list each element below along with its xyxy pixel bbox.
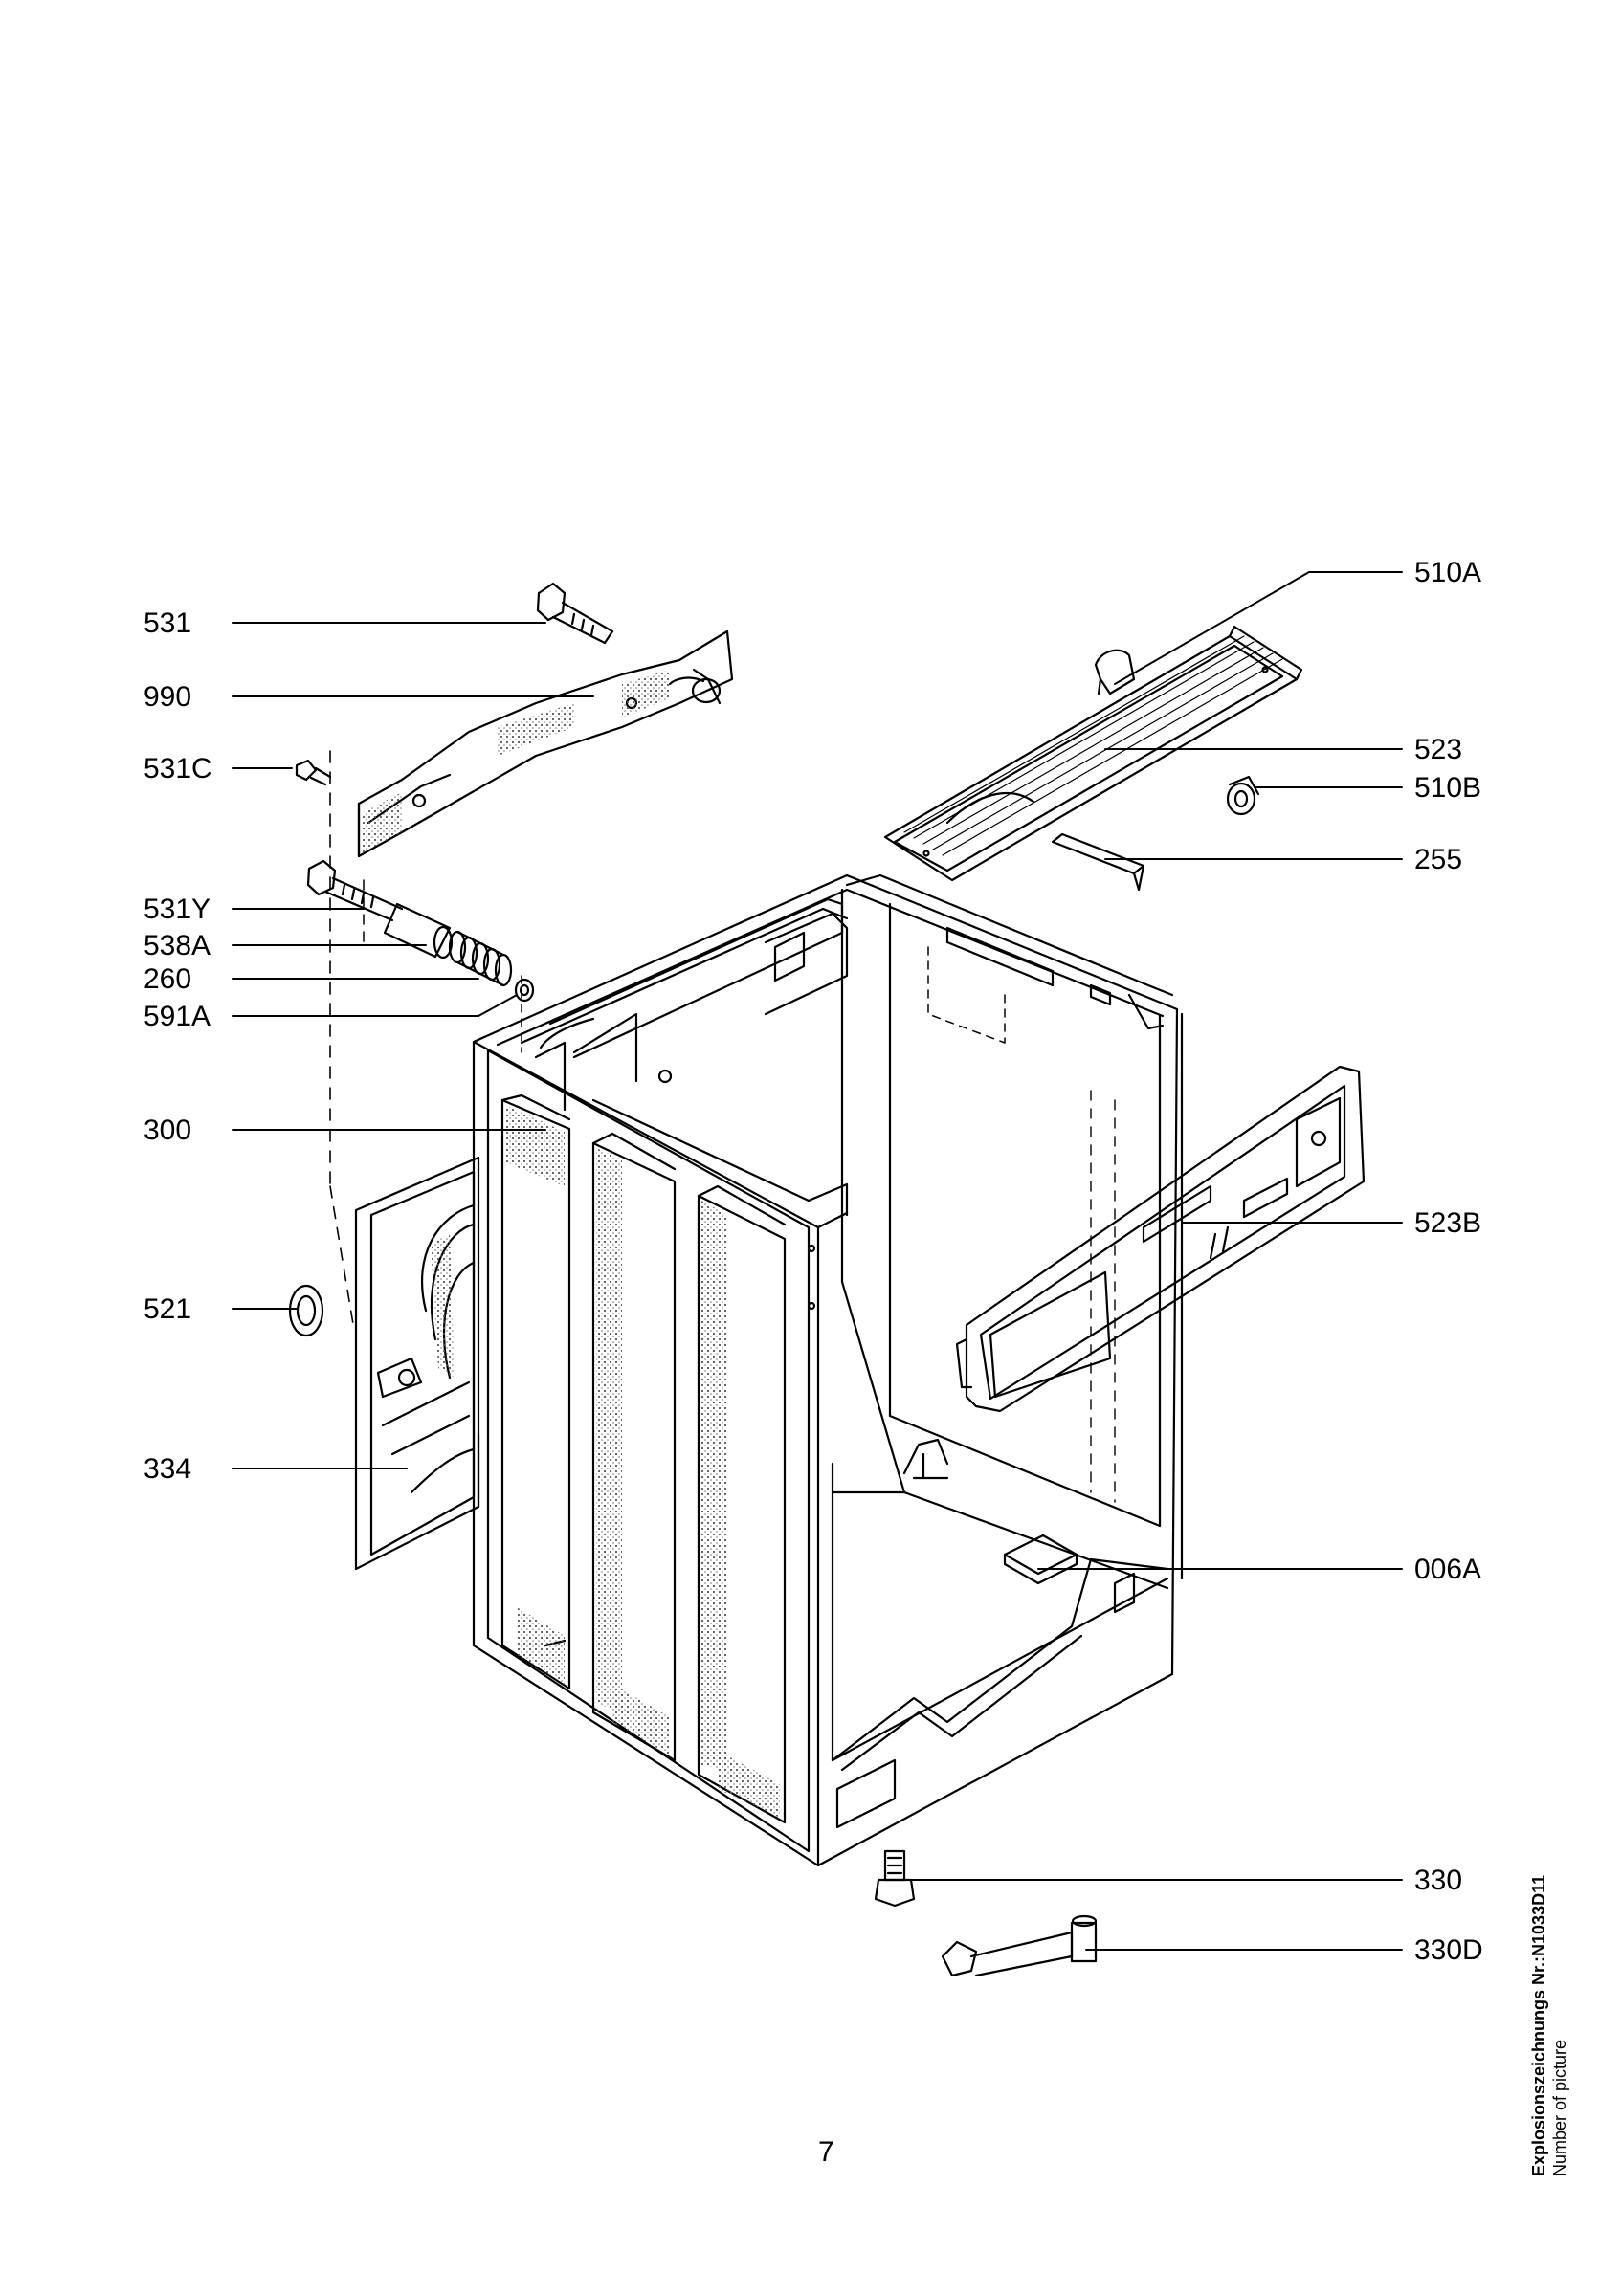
leveling-foot-330 xyxy=(874,1849,916,1908)
label-531Y: 531Y xyxy=(144,894,211,925)
bracket-510B xyxy=(1226,775,1260,816)
label-006A: 006A xyxy=(1414,1554,1482,1585)
label-521: 521 xyxy=(144,1293,192,1325)
label-523: 523 xyxy=(1414,734,1463,765)
label-330: 330 xyxy=(1414,1865,1463,1896)
washer-591A xyxy=(514,978,535,1003)
cross-beam-shading xyxy=(362,670,670,853)
label-260: 260 xyxy=(144,963,192,995)
bolt-531 xyxy=(536,582,614,645)
wrench-330D xyxy=(941,1914,1098,1977)
picture-number-text: Explosionszeichnungs Nr.:N1033D11 xyxy=(1529,1874,1548,2176)
picture-number-caption-text: Number of picture xyxy=(1550,2039,1569,2176)
picture-number-caption: Explosionszeichnungs Nr.:N1033D11 Number… xyxy=(1528,1602,1570,2176)
label-510B: 510B xyxy=(1414,772,1482,804)
control-panel-523B xyxy=(955,1065,1366,1413)
rail-255 xyxy=(1051,832,1145,892)
label-255: 255 xyxy=(1414,844,1463,875)
label-531: 531 xyxy=(144,607,192,639)
label-300: 300 xyxy=(144,1115,192,1146)
rear-panel-shading xyxy=(431,1234,455,1378)
spring-260 xyxy=(448,930,513,987)
cabinet-300 xyxy=(472,873,1184,1867)
spacer-538A xyxy=(383,902,454,960)
label-591A: 591A xyxy=(144,1001,211,1032)
label-334: 334 xyxy=(144,1453,192,1485)
grommet-521 xyxy=(288,1284,324,1337)
rear-panel-334 xyxy=(354,1156,480,1571)
label-538A: 538A xyxy=(144,930,211,961)
label-523B: 523B xyxy=(1414,1207,1482,1239)
page-number: 7 xyxy=(818,2136,834,2168)
label-531C: 531C xyxy=(144,753,212,784)
cross-beam-990 xyxy=(357,629,734,858)
drain-cap-006A xyxy=(1003,1534,1078,1585)
label-510A: 510A xyxy=(1414,557,1482,588)
cabinet-panel-shading xyxy=(505,1105,780,1818)
screw-531C xyxy=(295,759,332,786)
label-330D: 330D xyxy=(1414,1934,1483,1966)
bolt-531Y xyxy=(306,859,404,922)
label-990: 990 xyxy=(144,681,192,713)
leader-lines xyxy=(232,571,1403,1951)
top-cover-523 xyxy=(883,625,1303,882)
hinge-510A xyxy=(1094,649,1136,695)
